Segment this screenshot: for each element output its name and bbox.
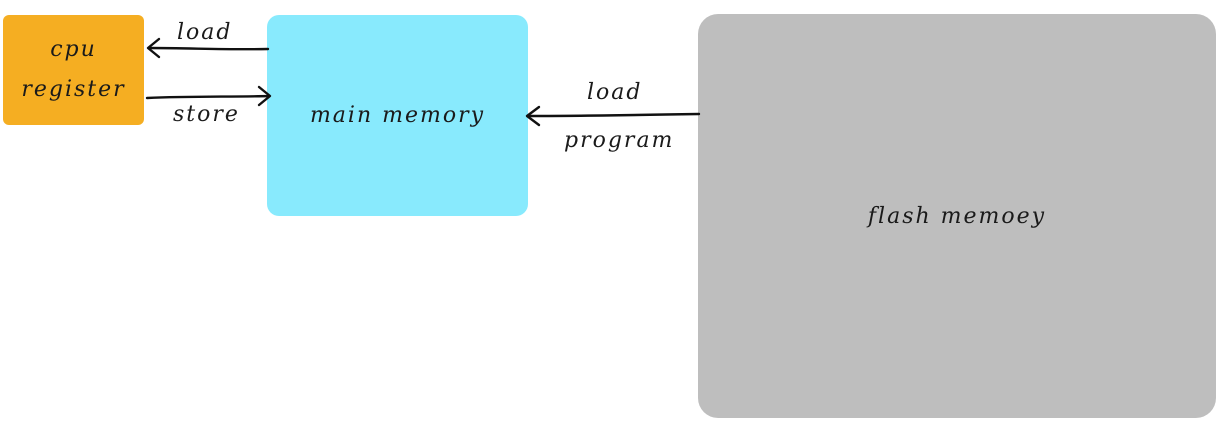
flash-memory-node: flash memoey [698,14,1216,418]
edge-store-to-main-arrowhead [257,85,272,107]
edge-store-label: store [173,102,240,127]
edge-load-program-label-line2: program [564,128,675,153]
flash-memory-label: flash memoey [867,203,1047,229]
cpu-register-label-line2: register [21,77,126,102]
edge-load-label: load [177,20,233,45]
cpu-register-label-line1: cpu [50,37,97,62]
cpu-register-node: cpu register [3,15,144,125]
main-memory-node: main memory [267,15,528,216]
edge-load-program-line [526,112,701,118]
edge-store-to-main-line [145,94,271,100]
edge-load-to-cpu-line [147,46,270,51]
edge-load-program-label-line1: load [587,80,643,105]
main-memory-label: main memory [309,103,486,128]
edge-load-to-cpu-arrowhead [146,37,161,59]
edge-load-program-arrowhead [525,105,541,127]
